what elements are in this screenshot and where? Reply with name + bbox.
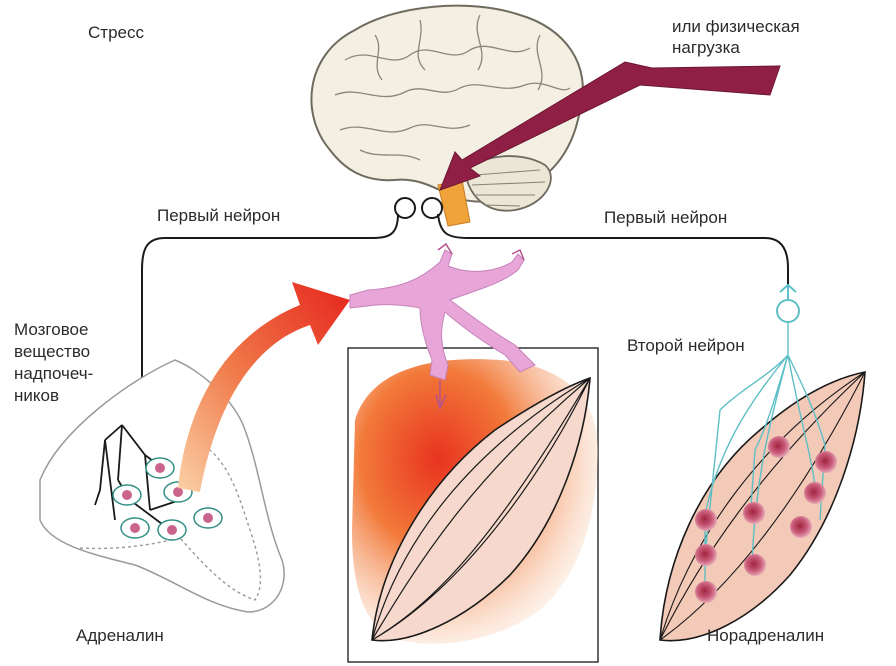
label-adrenal-medulla-line1: Мозговое [14,320,89,339]
neuron-circle-left [394,197,416,219]
lightning-arrow-icon [439,61,781,191]
adrenal-gland-icon [39,359,285,613]
label-first-neuron-left: Первый нейрон [157,206,281,225]
label-adrenal-medulla-line4: ников [14,386,59,405]
heart-frame [347,347,599,663]
muscle-icon [371,376,591,642]
label-second-neuron: Второй нейрон [627,336,745,355]
label-adrenal-medulla-line3: надпочеч- [14,364,94,383]
blood-vessel-icon [349,242,536,411]
brain-icon [310,4,584,212]
label-physical-load-line2: нагрузка [672,38,740,57]
label-adrenaline: Адреналин [76,626,164,645]
first-neuron-right-path [437,213,789,285]
label-noradrenaline: Норадреналин [707,626,825,645]
label-physical-load: или физическая нагрузка [672,16,862,58]
right-muscle-icon [659,283,866,642]
label-adrenal-medulla: Мозговое вещество надпочеч- ников [14,319,144,407]
label-first-neuron-right: Первый нейрон [604,208,728,227]
second-neuron-circle [776,299,800,323]
label-physical-load-line1: или физическая [672,17,800,36]
label-stress: Стресс [88,23,144,42]
label-adrenal-medulla-line2: вещество [14,342,91,361]
neuron-circle-right [421,197,443,219]
hormone-arrow-icon [178,282,350,492]
